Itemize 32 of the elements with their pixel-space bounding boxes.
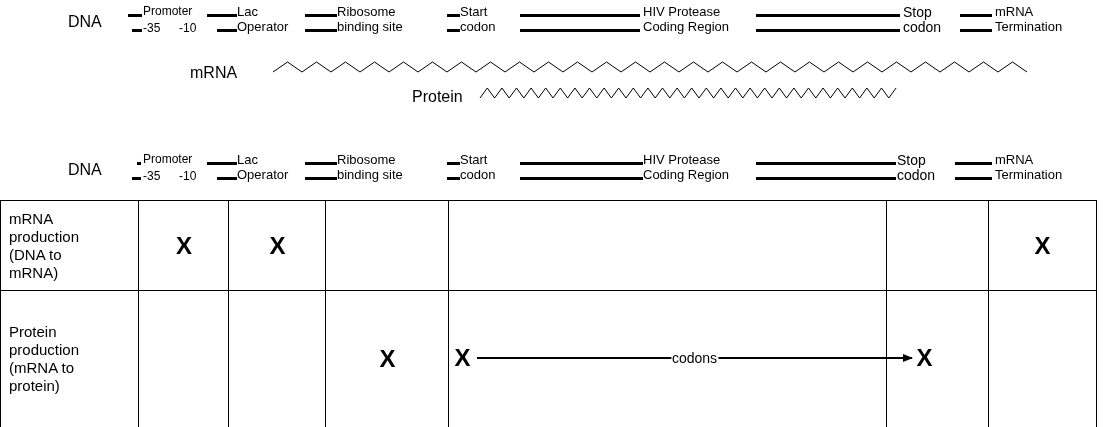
arrow <box>476 354 913 362</box>
region-label: -35 <box>143 21 161 36</box>
region-label: Start codon <box>460 4 497 34</box>
x-mark: X <box>916 344 933 372</box>
region-label: Stop codon <box>903 5 943 35</box>
region-label: -10 <box>179 21 197 36</box>
x-mark: X <box>269 231 286 260</box>
region-label: Lac Operator <box>237 4 290 34</box>
edge-label: codons <box>670 350 719 366</box>
region-label: Stop codon <box>897 153 937 183</box>
x-mark: X <box>379 345 396 373</box>
region-label: Promoter <box>143 152 193 167</box>
region-label: Ribosome binding site <box>337 4 404 34</box>
region-label: mRNA Termination <box>995 4 1064 34</box>
row-header: mRNA production (DNA to mRNA) <box>9 209 81 282</box>
x-mark: X <box>454 344 471 372</box>
region-label: Start codon <box>460 152 497 182</box>
region-label: -35 <box>143 169 161 184</box>
x-mark: X <box>1034 231 1051 260</box>
region-label: -10 <box>179 169 197 184</box>
region-label: Promoter <box>143 4 193 19</box>
row-header: Protein production (mRNA to protein) <box>9 323 81 395</box>
region-label: HIV Protease Coding Region <box>643 152 730 182</box>
region-label: Ribosome binding site <box>337 152 404 182</box>
row-label: DNA <box>68 162 102 177</box>
region-label: Lac Operator <box>237 152 290 182</box>
molecule-label: Protein <box>412 88 463 106</box>
row-label: DNA <box>68 14 102 29</box>
x-mark: X <box>176 231 192 260</box>
region-label: HIV Protease Coding Region <box>643 4 730 34</box>
region-label: mRNA Termination <box>995 152 1064 182</box>
molecule-label: mRNA <box>190 64 238 82</box>
